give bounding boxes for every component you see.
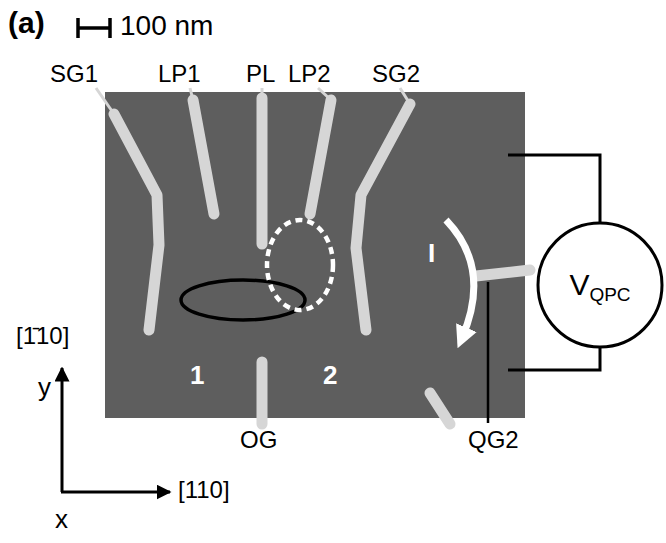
scale-bar (78, 18, 110, 38)
panel-label: (a) (8, 8, 45, 38)
voltmeter-circle: VQPC (536, 221, 664, 349)
gate-label: LP2 (288, 62, 331, 86)
dot-number: 1 (190, 362, 204, 388)
dot-wavefunction (267, 220, 333, 310)
voltage-subscript: QPC (589, 285, 630, 304)
gate-electrodes (114, 98, 530, 424)
voltage-symbol: V (569, 270, 589, 300)
axis-direction: [1̄10] (16, 324, 69, 348)
gate-label: QG2 (468, 428, 519, 452)
gate-label: SG2 (372, 62, 420, 86)
scale-label: 100 nm (120, 12, 213, 40)
axes (61, 368, 170, 492)
axis-direction: [110] (178, 478, 230, 502)
dot-wavefunction (181, 280, 305, 320)
current-label: I (428, 240, 435, 266)
dot-number: 2 (323, 362, 337, 388)
leader-lines (96, 88, 410, 114)
sem-image (105, 92, 525, 418)
leader-line (487, 282, 490, 423)
gate-label: OG (240, 428, 277, 452)
gate-label: SG1 (50, 62, 98, 86)
axis-label: y (38, 374, 51, 400)
axis-label: x (55, 506, 68, 532)
gate-label: LP1 (158, 62, 201, 86)
gate-label: PL (246, 62, 275, 86)
current-arrow (446, 220, 474, 338)
